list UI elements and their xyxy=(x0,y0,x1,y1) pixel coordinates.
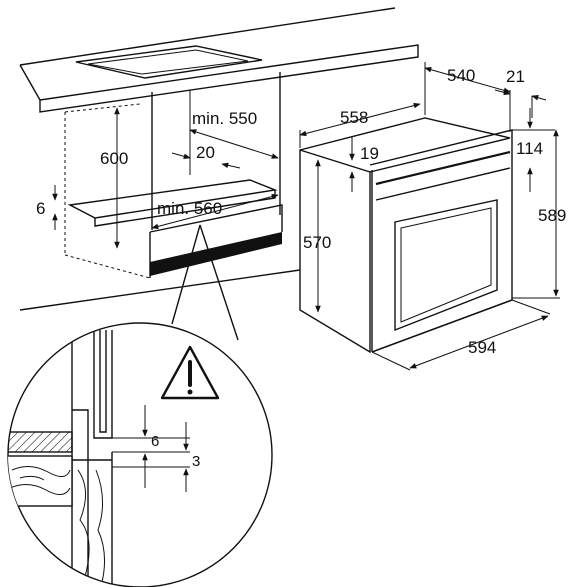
oven-drawing xyxy=(299,117,513,354)
front-thickness-dimension: 21 xyxy=(494,67,547,132)
shelf-gap-label: 6 xyxy=(36,199,45,218)
oven-body-height-dimension: 570 xyxy=(303,159,331,313)
detail-gap-small-label: 3 xyxy=(192,453,200,470)
cabinet-height-label: 600 xyxy=(100,149,128,168)
oven-total-height-label: 589 xyxy=(538,206,566,225)
min-depth-label: min. 550 xyxy=(192,109,257,128)
oven-body-height-label: 570 xyxy=(303,233,331,252)
front-thickness-label: 21 xyxy=(506,67,525,86)
detail-gap-label: 6 xyxy=(151,433,159,450)
panel-height-dimension: 114 xyxy=(512,108,555,192)
panel-height-label: 114 xyxy=(516,139,543,158)
detail-callout: 6 3 xyxy=(7,224,273,587)
cabinet-height-dimension: 600 xyxy=(100,107,128,249)
oven-body-depth-dimension: 540 xyxy=(424,62,511,115)
gap-back-label: 20 xyxy=(196,143,215,162)
shelf-gap-dimension: 6 xyxy=(36,185,58,230)
top-offset-dimension: 19 xyxy=(349,136,379,192)
top-offset-label: 19 xyxy=(360,144,379,163)
warning-triangle-icon xyxy=(160,345,220,400)
min-width-label: min. 560 xyxy=(157,199,222,218)
cabinet-drawing xyxy=(19,7,419,311)
oven-body-depth-label: 540 xyxy=(447,66,475,85)
oven-depth-dimension: 558 xyxy=(299,102,421,148)
min-depth-dimension: min. 550 xyxy=(189,109,279,159)
oven-depth-label: 558 xyxy=(340,108,368,127)
oven-width-label: 594 xyxy=(468,338,496,357)
min-width-dimension: min. 560 xyxy=(151,193,279,230)
oven-width-dimension: 594 xyxy=(371,299,551,371)
oven-total-height-dimension: 589 xyxy=(512,129,566,299)
gap-back-dimension: 20 xyxy=(171,143,241,169)
